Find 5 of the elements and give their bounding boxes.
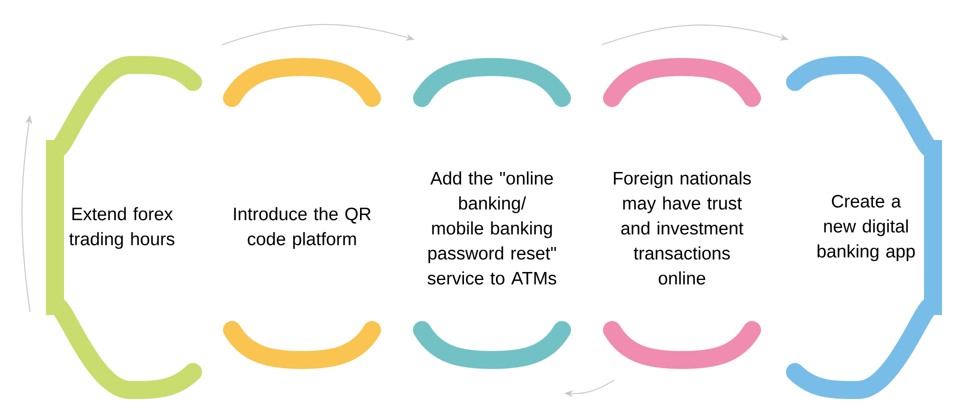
bracket-box: Add the "online banking/ mobile banking password reset" service to ATMs	[413, 58, 571, 369]
bracket-box: Create a new digital banking app	[786, 56, 942, 399]
bracket-box: Introduce the QR code platform	[223, 58, 381, 369]
bracket-box: Foreign nationals may have trust and investment transactions online	[603, 58, 761, 369]
bracket-box: Extend forex trading hours	[46, 56, 202, 399]
